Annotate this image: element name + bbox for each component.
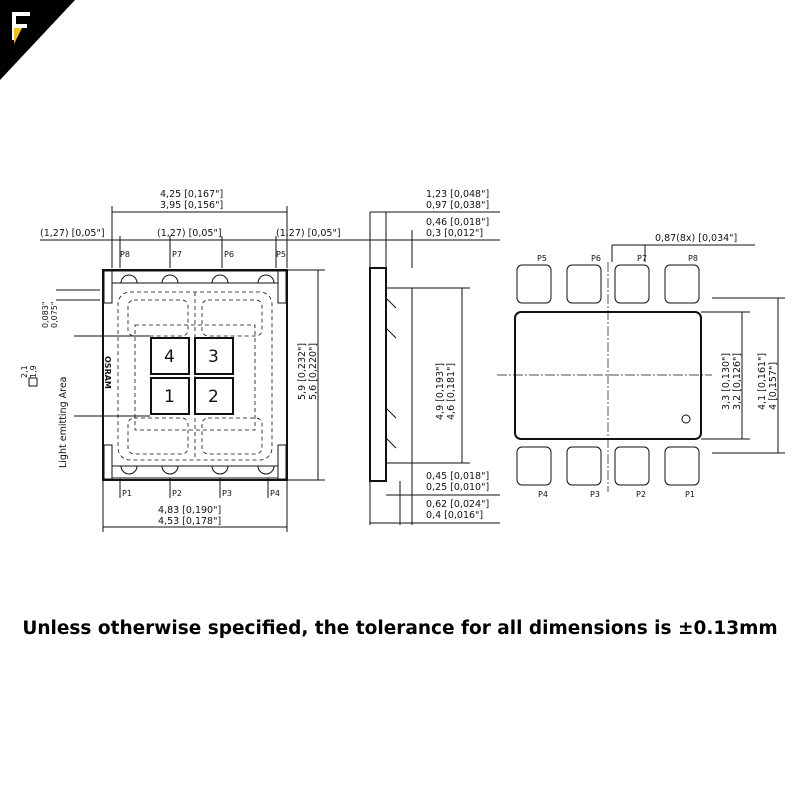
pin-p4-bottom: P4 bbox=[538, 490, 548, 499]
area-offset-max: 0,083" bbox=[41, 301, 50, 328]
pin-p7-front: P7 bbox=[172, 250, 182, 259]
pin-p1-bottom: P1 bbox=[685, 490, 695, 499]
pad-width-dim: 0,87(8x) [0,034"] bbox=[655, 233, 737, 244]
pin-p5-front: P5 bbox=[276, 250, 286, 259]
side-height-min: 4,6 [0,181"] bbox=[446, 363, 457, 420]
brand-logo bbox=[0, 0, 75, 80]
pin-p2-bottom: P2 bbox=[636, 490, 646, 499]
light-area-label: Light emitting Area bbox=[58, 377, 69, 469]
area-dim-max: 2,1 bbox=[20, 365, 29, 378]
lens-min: 0,3 [0,012"] bbox=[426, 228, 483, 239]
height-min: 5,6 [0,220"] bbox=[308, 343, 319, 400]
lower-b-max: 0,62 [0,024"] bbox=[426, 499, 489, 510]
chip-3-label: 3 bbox=[208, 347, 219, 367]
height-max: 5,9 [0,232"] bbox=[297, 343, 308, 400]
outer-max: 4,1 [0,161"] bbox=[757, 353, 768, 410]
pin-p7-bottom: P7 bbox=[637, 254, 647, 263]
top-width-min: 3,95 [0,156"] bbox=[160, 200, 223, 211]
chip-2-label: 2 bbox=[208, 387, 219, 407]
lower-b-min: 0,4 [0,016"] bbox=[426, 510, 483, 521]
pitch-dim-right: (1,27) [0,05"] bbox=[276, 228, 341, 239]
pin-p4-front: P4 bbox=[270, 489, 280, 498]
pin-p1-front: P1 bbox=[122, 489, 132, 498]
pin-p3-front: P3 bbox=[222, 489, 232, 498]
pin-p3-bottom: P3 bbox=[590, 490, 600, 499]
outer-min: 4 [0,157"] bbox=[768, 362, 779, 410]
inner-min: 3,2 [0,126"] bbox=[732, 353, 743, 410]
bottom-width-min: 4,53 [0,178"] bbox=[158, 516, 221, 527]
osram-mark: OSRAM bbox=[103, 356, 112, 389]
chip-grid: 4 3 1 2 bbox=[150, 337, 234, 415]
thickness-max: 1,23 [0,048"] bbox=[426, 189, 489, 200]
thickness-min: 0,97 [0,038"] bbox=[426, 200, 489, 211]
inner-max: 3,3 [0,130"] bbox=[721, 353, 732, 410]
pin-p6-front: P6 bbox=[224, 250, 234, 259]
side-height-max: 4,9 [0,193"] bbox=[435, 363, 446, 420]
lower-a-max: 0,45 [0,018"] bbox=[426, 471, 489, 482]
front-view: 4,25 [0,167"] 3,95 [0,156"] (1,27) [0,05… bbox=[20, 189, 360, 532]
bottom-view: 0,87(8x) [0,034"] P5 P6 P7 P8 P4 P3 P2 P… bbox=[497, 233, 785, 499]
lower-a-min: 0,25 [0,010"] bbox=[426, 482, 489, 493]
pitch-dim-left: (1,27) [0,05"] bbox=[40, 228, 105, 239]
chip-1-label: 1 bbox=[164, 387, 175, 407]
area-offset-min: 0,075" bbox=[50, 301, 59, 328]
tolerance-note: Unless otherwise specified, the toleranc… bbox=[22, 618, 778, 639]
pin-p8-front: P8 bbox=[120, 250, 130, 259]
pin-p6-bottom: P6 bbox=[591, 254, 601, 263]
area-dim-min: 1,9 bbox=[29, 365, 38, 378]
pin-p2-front: P2 bbox=[172, 489, 182, 498]
bottom-width-max: 4,83 [0,190"] bbox=[158, 505, 221, 516]
pitch-dim-center: (1,27) [0,05"] bbox=[157, 228, 222, 239]
chip-4-label: 4 bbox=[164, 347, 175, 367]
pin-p8-bottom: P8 bbox=[688, 254, 698, 263]
side-view: 1,23 [0,048"] 0,97 [0,038"] 0,46 [0,018"… bbox=[360, 189, 500, 525]
pin-p5-bottom: P5 bbox=[537, 254, 547, 263]
top-width-max: 4,25 [0,167"] bbox=[160, 189, 223, 200]
lens-max: 0,46 [0,018"] bbox=[426, 217, 489, 228]
